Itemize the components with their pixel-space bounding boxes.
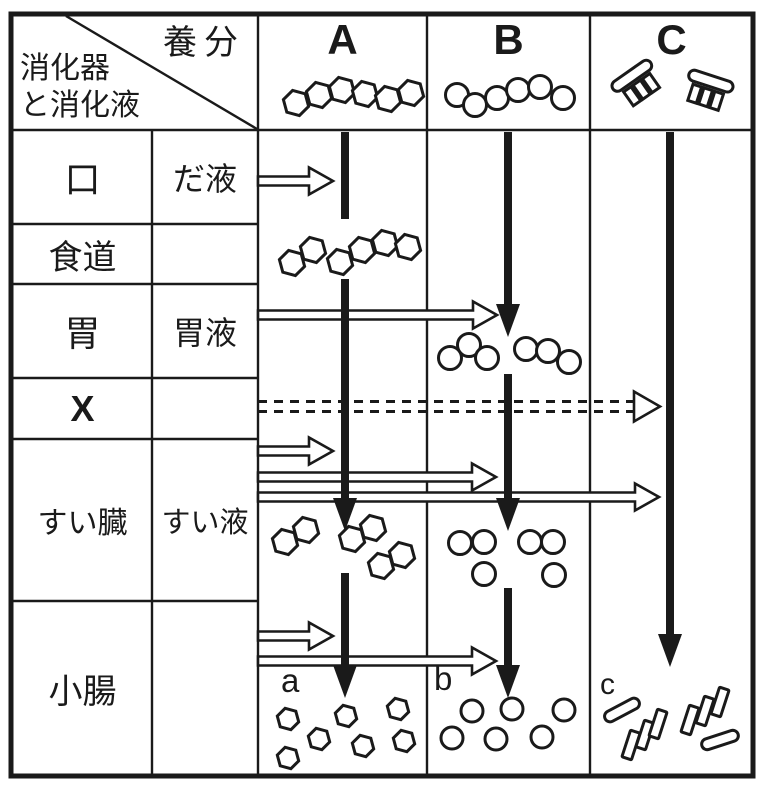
pancreatic-juice-arrow-to-c <box>256 481 662 513</box>
column-header-b: B <box>493 16 524 63</box>
organ-mouth-label: 口 <box>64 159 101 200</box>
header-organs-line2: と消化液 <box>20 89 140 122</box>
unknown-organ-x-dashed-arrow <box>258 389 663 424</box>
protein-chain-icon <box>444 74 576 118</box>
product-label-c: c <box>600 668 615 701</box>
gastric-juice-arrow-to-b <box>256 299 500 331</box>
digestive-juice-arrows <box>256 165 662 677</box>
organ-stomach-label: 胃 <box>64 313 101 354</box>
product-label-b: b <box>434 660 453 697</box>
digestion-progress-arrow-c <box>658 132 682 667</box>
juice-saliva-label: だ液 <box>172 161 237 197</box>
starch-chain-icon <box>281 75 426 118</box>
intestinal-juice-arrow-to-a <box>256 620 336 652</box>
column-header-a: A <box>327 16 358 63</box>
table-grid <box>13 14 753 775</box>
fatty-acid-monoglyceride-icon <box>601 685 742 762</box>
outer-border <box>8 11 756 779</box>
juice-gastric-label: 胃液 <box>172 315 237 351</box>
organ-esophagus-label: 食道 <box>48 238 117 277</box>
peptide-pairs-icon <box>447 529 567 588</box>
header-diagonal-divider <box>65 14 258 131</box>
intestinal-juice-arrow-to-b <box>256 645 499 677</box>
header-nutrients-label: 養分 <box>163 23 245 62</box>
organ-small-intestine-label: 小腸 <box>48 672 117 711</box>
pancreatic-juice-arrow-to-a <box>256 435 336 467</box>
fat-molecule-icon <box>608 56 736 114</box>
juice-small-intestine-empty <box>152 601 258 775</box>
juice-x-empty <box>152 378 258 439</box>
pancreatic-juice-arrow-to-b <box>256 461 499 493</box>
digestion-progress-arrow-b <box>496 132 520 698</box>
organ-pancreas-label: すい臓 <box>37 507 128 540</box>
starch-partially-digested-icon <box>277 228 423 278</box>
protein-partially-digested-icon <box>437 332 582 375</box>
juice-esophagus-empty <box>152 224 258 284</box>
digestion-progress-arrow-a <box>333 132 357 698</box>
organ-x-label: X <box>70 387 95 429</box>
column-header-c: C <box>656 16 687 63</box>
juice-pancreatic-label: すい液 <box>161 507 249 539</box>
glucose-hexagons-icon <box>275 696 417 771</box>
header-organs-label: 消化器 と消化液 <box>20 50 180 130</box>
saliva-arrow-to-a <box>256 165 336 197</box>
header-organs-line1: 消化器 <box>20 52 110 85</box>
product-label-a: a <box>281 662 300 699</box>
amino-acid-circles-icon <box>439 696 577 752</box>
